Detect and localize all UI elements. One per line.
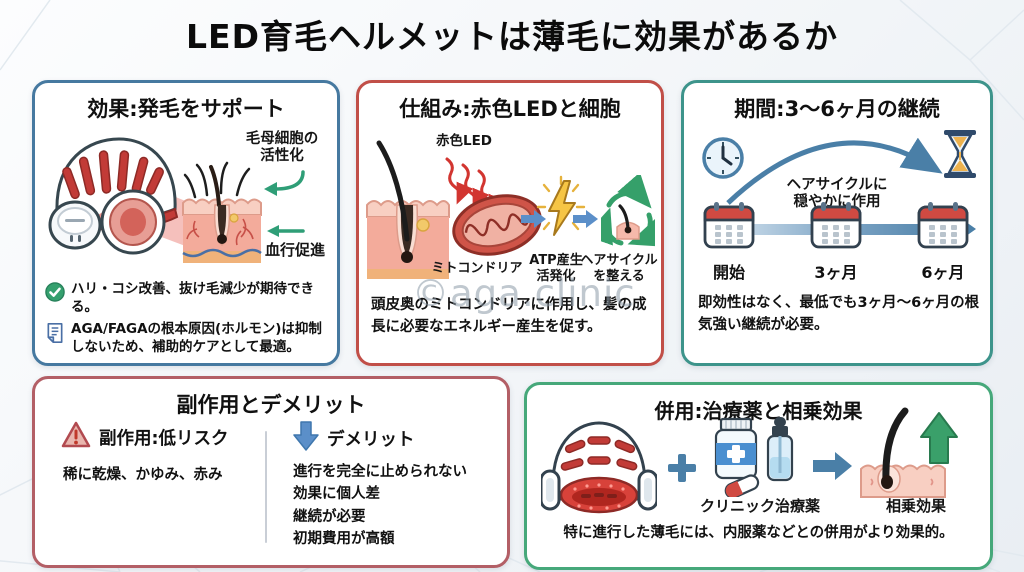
panel-mechanism: 仕組み:赤色LEDと細胞 赤色LED: [356, 80, 666, 366]
calendar-3month-icon: [810, 201, 862, 253]
duration-summary: 即効性はなく、最低でも3ヶ月〜6ヶ月の根気強い継続が必要。: [698, 295, 980, 333]
panel-side-effects: 副作用とデメリット 副作用:低リスク 稀に乾燥、かゆみ、赤み デメリット: [32, 376, 510, 568]
demerit-item: 効果に個人差: [293, 486, 380, 503]
effect-bullets: ハリ・コシ改善、抜け毛減少が期待できる。 AGA/FAGAの根本原因(ホルモン)…: [45, 281, 329, 361]
mitochondria-label: ミトコンドリア: [431, 261, 523, 276]
right-arrow-icon: [573, 209, 599, 233]
atp-label: ATP産生 活発化: [529, 253, 583, 284]
hair-follicle-skin-icon: [365, 139, 451, 285]
demerit-item: 継続が必要: [293, 508, 366, 525]
milestone-3month: 3ヶ月: [814, 263, 858, 282]
demerit-title-row: デメリット: [293, 421, 415, 456]
combination-summary: 特に進行した薄毛には、内服薬などとの併用がより効果的。: [563, 525, 954, 541]
mitochondria-icon: [447, 183, 547, 271]
down-arrow-icon: [293, 421, 319, 456]
demerit-item: 初期費用が高額: [293, 531, 395, 548]
side-effect-text: 稀に乾燥、かゆみ、赤み: [63, 467, 223, 483]
demerit-item: 進行を完全に止められない: [293, 464, 467, 480]
plus-icon: [665, 451, 699, 489]
blood-circulation-label: 血行促進: [264, 241, 325, 259]
panel-duration: 期間:3〜6ヶ月の継続: [681, 80, 993, 366]
column-divider: [265, 431, 267, 543]
panel-effect: 効果:発毛をサポート: [32, 80, 340, 366]
synergy-result-icon: [859, 407, 963, 503]
hair-cycle-recycle-icon: [584, 172, 666, 259]
note-icon: [45, 322, 65, 348]
synergy-label: 相乗効果: [885, 497, 946, 515]
mechanism-summary: 頭皮奥のミトコンドリアに作用し、髪の成長に必要なエネルギー産生を促す。: [371, 297, 647, 335]
demerit-title: デメリット: [327, 430, 415, 450]
follicle-activation-label: 毛母細胞の 活性化: [245, 131, 319, 165]
right-arrow-icon: [521, 209, 547, 233]
curved-timeline-arrow-icon: [720, 123, 948, 219]
right-block-arrow-icon: [813, 451, 853, 485]
panel-mechanism-heading: 仕組み:赤色LEDと細胞: [399, 97, 621, 121]
bullet-note: AGA/FAGAの根本原因(ホルモン)は抑制しないため、補助的ケアとして最適。: [45, 321, 329, 356]
watermark: ©aga.clinic: [412, 272, 636, 315]
warning-icon: [61, 421, 91, 454]
bullet-note-text: AGA/FAGAの根本原因(ホルモン)は抑制しないため、補助的ケアとして最適。: [71, 321, 322, 355]
bullet-benefits: ハリ・コシ改善、抜け毛減少が期待できる。: [45, 281, 329, 316]
curved-green-arrow-icon: [261, 169, 307, 201]
panel-combination-heading: 併用:治療薬と相乗効果: [654, 399, 863, 423]
panel-side-effects-heading: 副作用とデメリット: [176, 393, 366, 417]
atp-lightning-icon: [535, 175, 587, 245]
red-led-label: 赤色LED: [435, 133, 493, 149]
scalp-cross-section-icon: [181, 161, 263, 277]
milestone-6month: 6ヶ月: [921, 263, 965, 282]
panel-duration-heading: 期間:3〜6ヶ月の継続: [734, 97, 940, 121]
side-effect-title-row: 副作用:低リスク: [61, 421, 229, 454]
side-effect-title: 副作用:低リスク: [99, 429, 229, 449]
demerit-list: 進行を完全に止められない 効果に個人差 継続が必要 初期費用が高額: [293, 461, 467, 551]
led-helmet-front-icon: [539, 415, 659, 523]
milestone-start: 開始: [712, 263, 745, 282]
hourglass-icon: [940, 129, 980, 183]
clinic-medicine-label: クリニック治療薬: [699, 497, 820, 515]
gentle-action-label: ヘアサイクルに 穏やかに作用: [786, 177, 888, 211]
clock-icon: [700, 135, 746, 185]
left-green-arrow-icon: [265, 223, 305, 243]
led-helmet-side-icon: [41, 125, 191, 264]
calendar-start-icon: [703, 201, 755, 253]
clinic-medicine-icon: [711, 417, 805, 501]
calendar-6month-icon: [917, 201, 969, 253]
panel-effect-heading: 効果:発毛をサポート: [87, 97, 285, 121]
panel-combination: 併用:治療薬と相乗効果: [524, 382, 993, 570]
check-icon: [45, 282, 65, 306]
hair-cycle-label: ヘアサイクル を整える: [580, 253, 658, 284]
page-title: LED育毛ヘルメットは薄毛に効果があるか: [186, 17, 838, 56]
bullet-benefits-text: ハリ・コシ改善、抜け毛減少が期待できる。: [71, 281, 314, 315]
